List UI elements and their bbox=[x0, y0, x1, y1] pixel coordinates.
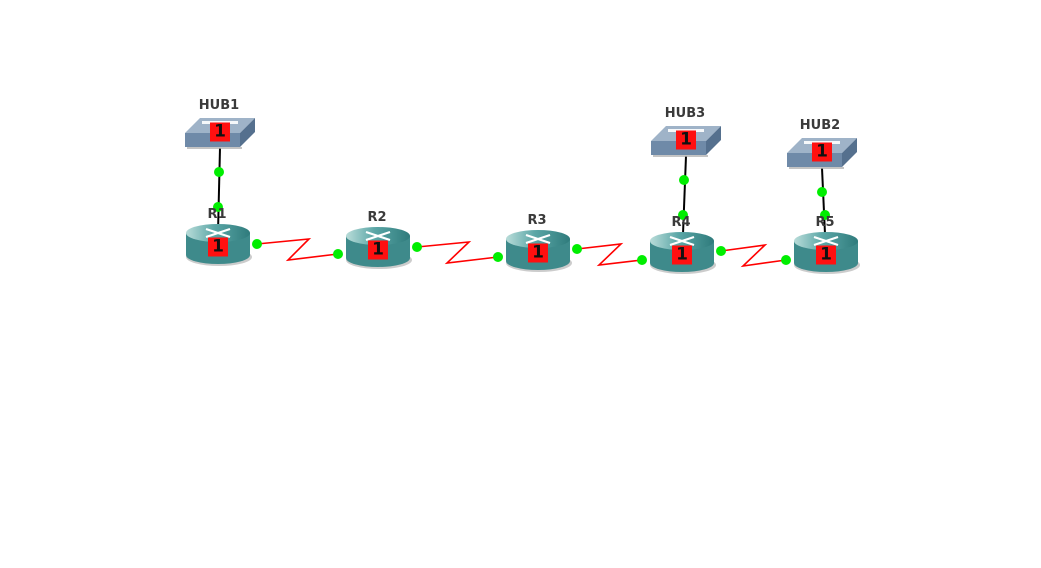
link-r3-r4[interactable] bbox=[576, 242, 643, 267]
port-status-indicator-r1-r2-0 bbox=[252, 239, 262, 249]
status-badge: 1 bbox=[368, 240, 388, 260]
port-status-indicator-r1-r2-1 bbox=[333, 249, 343, 259]
node-label-r2[interactable]: R2 bbox=[367, 210, 387, 225]
status-badge: 1 bbox=[816, 245, 836, 265]
port-status-indicator-hub3-r4-0 bbox=[679, 175, 689, 185]
port-status-indicator-r2-r3-1 bbox=[493, 252, 503, 262]
status-badge: 1 bbox=[208, 237, 228, 257]
port-status-indicator-hub2-r5-1 bbox=[820, 210, 830, 220]
port-status-indicator-r2-r3-0 bbox=[412, 242, 422, 252]
port-status-indicator-hub2-r5-0 bbox=[817, 187, 827, 197]
status-badge: 1 bbox=[210, 122, 230, 142]
node-label-r1[interactable]: R1 bbox=[207, 207, 227, 222]
status-badge: 1 bbox=[672, 245, 692, 265]
status-badge: 1 bbox=[528, 243, 548, 263]
port-status-indicator-hub1-r1-1 bbox=[213, 202, 223, 212]
port-status-indicator-r3-r4-0 bbox=[572, 244, 582, 254]
port-status-indicator-hub1-r1-0 bbox=[214, 167, 224, 177]
ports-layer bbox=[213, 167, 830, 265]
node-label-hub3[interactable]: HUB3 bbox=[664, 106, 706, 121]
links-layer bbox=[217, 147, 826, 268]
node-label-r4[interactable]: R4 bbox=[671, 215, 691, 230]
port-status-indicator-r3-r4-1 bbox=[637, 255, 647, 265]
link-r2-r3[interactable] bbox=[416, 240, 499, 265]
status-badge: 1 bbox=[676, 130, 696, 150]
router-icon[interactable] bbox=[186, 224, 252, 266]
link-r4-r5[interactable] bbox=[720, 243, 787, 268]
port-status-indicator-r4-r5-1 bbox=[781, 255, 791, 265]
link-hub2-r5[interactable] bbox=[821, 167, 826, 235]
status-badge: 1 bbox=[812, 142, 832, 162]
link-hub1-r1[interactable] bbox=[217, 147, 221, 233]
node-label-r3[interactable]: R3 bbox=[527, 213, 547, 228]
node-label-r5[interactable]: R5 bbox=[815, 215, 835, 230]
link-r1-r2[interactable] bbox=[256, 237, 339, 262]
link-hub3-r4[interactable] bbox=[682, 155, 687, 235]
port-status-indicator-hub3-r4-1 bbox=[678, 210, 688, 220]
node-label-hub2[interactable]: HUB2 bbox=[799, 118, 841, 133]
port-status-indicator-r4-r5-0 bbox=[716, 246, 726, 256]
node-label-hub1[interactable]: HUB1 bbox=[198, 98, 240, 113]
